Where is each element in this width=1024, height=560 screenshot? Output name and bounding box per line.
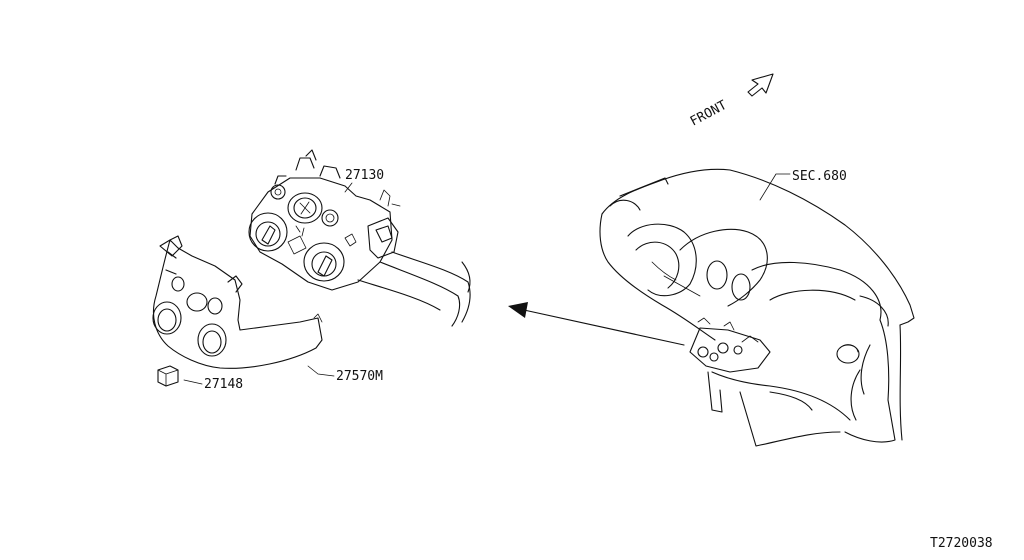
finisher-panel xyxy=(152,235,323,369)
heater-control-part-number: 27130 xyxy=(345,168,384,183)
section-callout: SEC.680 xyxy=(759,169,847,201)
heater-control-leader xyxy=(344,182,353,193)
finisher-part-number: 27570M xyxy=(336,369,383,384)
clip-part-number: 27148 xyxy=(204,377,243,392)
finisher-leader xyxy=(307,365,335,377)
section-reference-label: SEC.680 xyxy=(792,169,847,184)
front-direction-indicator: FRONT xyxy=(688,73,774,130)
front-label: FRONT xyxy=(688,98,730,130)
figure-id: T2720038 xyxy=(930,536,993,551)
front-arrow-icon xyxy=(747,73,774,97)
dashboard-assembly xyxy=(599,168,915,447)
removal-arrow xyxy=(508,302,685,346)
heater-control-assembly xyxy=(248,149,471,327)
arrow-head-icon xyxy=(508,302,528,318)
clip-leader xyxy=(183,379,203,385)
clip xyxy=(157,365,179,387)
